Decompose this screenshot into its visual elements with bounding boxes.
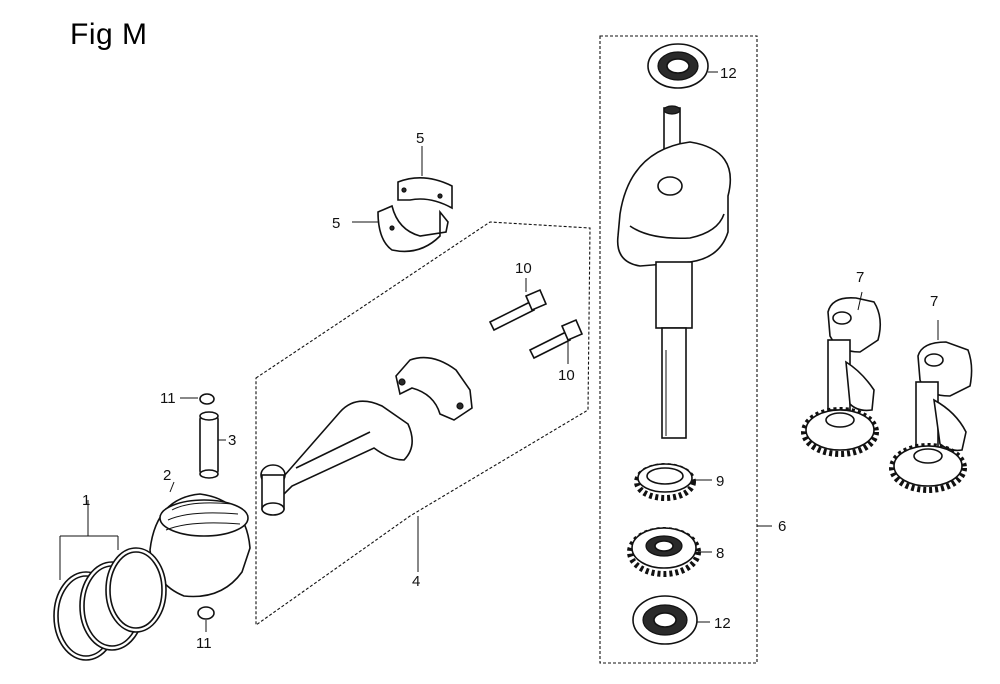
callout-5a: 5 bbox=[416, 130, 424, 147]
callout-9: 9 bbox=[716, 473, 724, 490]
crank-gear bbox=[634, 463, 712, 501]
crankshaft-variant-b bbox=[889, 320, 973, 493]
rod-bolt-lower bbox=[528, 318, 584, 364]
rod-bolt-upper bbox=[488, 278, 548, 332]
callout-11a: 11 bbox=[160, 390, 176, 407]
crankshaft-main bbox=[616, 105, 732, 439]
callout-5b: 5 bbox=[332, 215, 340, 232]
callout-12b: 12 bbox=[714, 615, 731, 632]
crankshaft-variant-a bbox=[801, 291, 882, 457]
bearing-half-lower bbox=[352, 204, 449, 253]
ball-bearing-bottom bbox=[632, 595, 710, 645]
callout-3: 3 bbox=[228, 432, 236, 449]
ball-bearing-top bbox=[647, 43, 718, 89]
callout-10a: 10 bbox=[515, 260, 532, 277]
callout-7a: 7 bbox=[856, 269, 864, 286]
connecting-rod-cap bbox=[395, 356, 473, 421]
callout-4: 4 bbox=[412, 573, 420, 590]
callout-1: 1 bbox=[82, 492, 90, 509]
connecting-rod bbox=[260, 400, 413, 516]
callout-8: 8 bbox=[716, 545, 724, 562]
pin-clip-lower bbox=[197, 606, 215, 632]
figure-title: Fig M bbox=[70, 18, 148, 51]
callout-12a: 12 bbox=[720, 65, 737, 82]
piston bbox=[149, 481, 251, 598]
piston-pin bbox=[199, 411, 226, 479]
callout-6: 6 bbox=[778, 518, 786, 535]
crankshaft-assembly-frame bbox=[599, 35, 758, 664]
timing-gear bbox=[627, 527, 712, 577]
bearing-half-upper bbox=[397, 146, 453, 210]
callout-11b: 11 bbox=[196, 635, 212, 652]
callout-10b: 10 bbox=[558, 367, 575, 384]
piston-rings bbox=[53, 500, 167, 661]
pin-clip-upper bbox=[180, 393, 215, 405]
callout-2: 2 bbox=[163, 467, 171, 484]
connecting-rod-frame bbox=[255, 221, 591, 627]
callout-7b: 7 bbox=[930, 293, 938, 310]
